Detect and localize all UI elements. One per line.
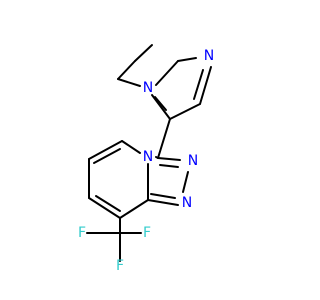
- atom-f-left: F: [78, 225, 86, 241]
- bond-layer: [86, 44, 212, 262]
- atom-f-right: F: [143, 225, 151, 241]
- bond-c4-c5: [169, 103, 201, 120]
- bond-nbridge-c5: [121, 140, 141, 154]
- bond-c5-c6: [88, 140, 123, 160]
- atom-f-bottom: F: [116, 258, 124, 274]
- bond-c5-c6-double: [93, 148, 121, 164]
- bond-imid-tri-link: [157, 118, 171, 159]
- atom-label-layer: N N N N N F F F: [78, 48, 214, 274]
- bond-c5-n1-double: [154, 96, 167, 111]
- bond-n1-c8a: [147, 199, 179, 206]
- bond-n3-c4-double: [193, 69, 204, 100]
- bond-n2-n1: [182, 171, 189, 193]
- molecule-structure-canvas: N N N N N F F F: [77, 44, 215, 274]
- bond-c8-c8a: [119, 199, 149, 219]
- bond-c7-c8: [88, 197, 121, 219]
- bond-n1-c8a-double: [150, 193, 176, 199]
- bond-c2-n3: [177, 57, 197, 62]
- bond-c5-n1: [151, 94, 171, 120]
- atom-n-bridgehead: N: [143, 149, 153, 165]
- bond-c3-n2: [157, 157, 181, 161]
- bond-ethyl-ch2-c: [134, 44, 153, 62]
- bond-c3-n2-double: [159, 164, 179, 168]
- atom-n-imidazole-1: N: [143, 80, 153, 96]
- atom-n-triazole-2: N: [188, 153, 198, 169]
- bond-nbridge-c3: [155, 156, 159, 159]
- atom-n-triazole-1: N: [182, 195, 192, 211]
- bond-c7-c8-double: [95, 195, 121, 212]
- bond-n3-c4: [199, 66, 212, 105]
- bond-ethyl-ch3-ch2: [117, 60, 136, 80]
- bond-ch2-n1: [117, 78, 141, 87]
- atom-n-imidazole-3: N: [204, 48, 214, 64]
- molecule-diagram: N N N N N F F F: [78, 44, 214, 274]
- bond-n1-c2: [155, 60, 179, 86]
